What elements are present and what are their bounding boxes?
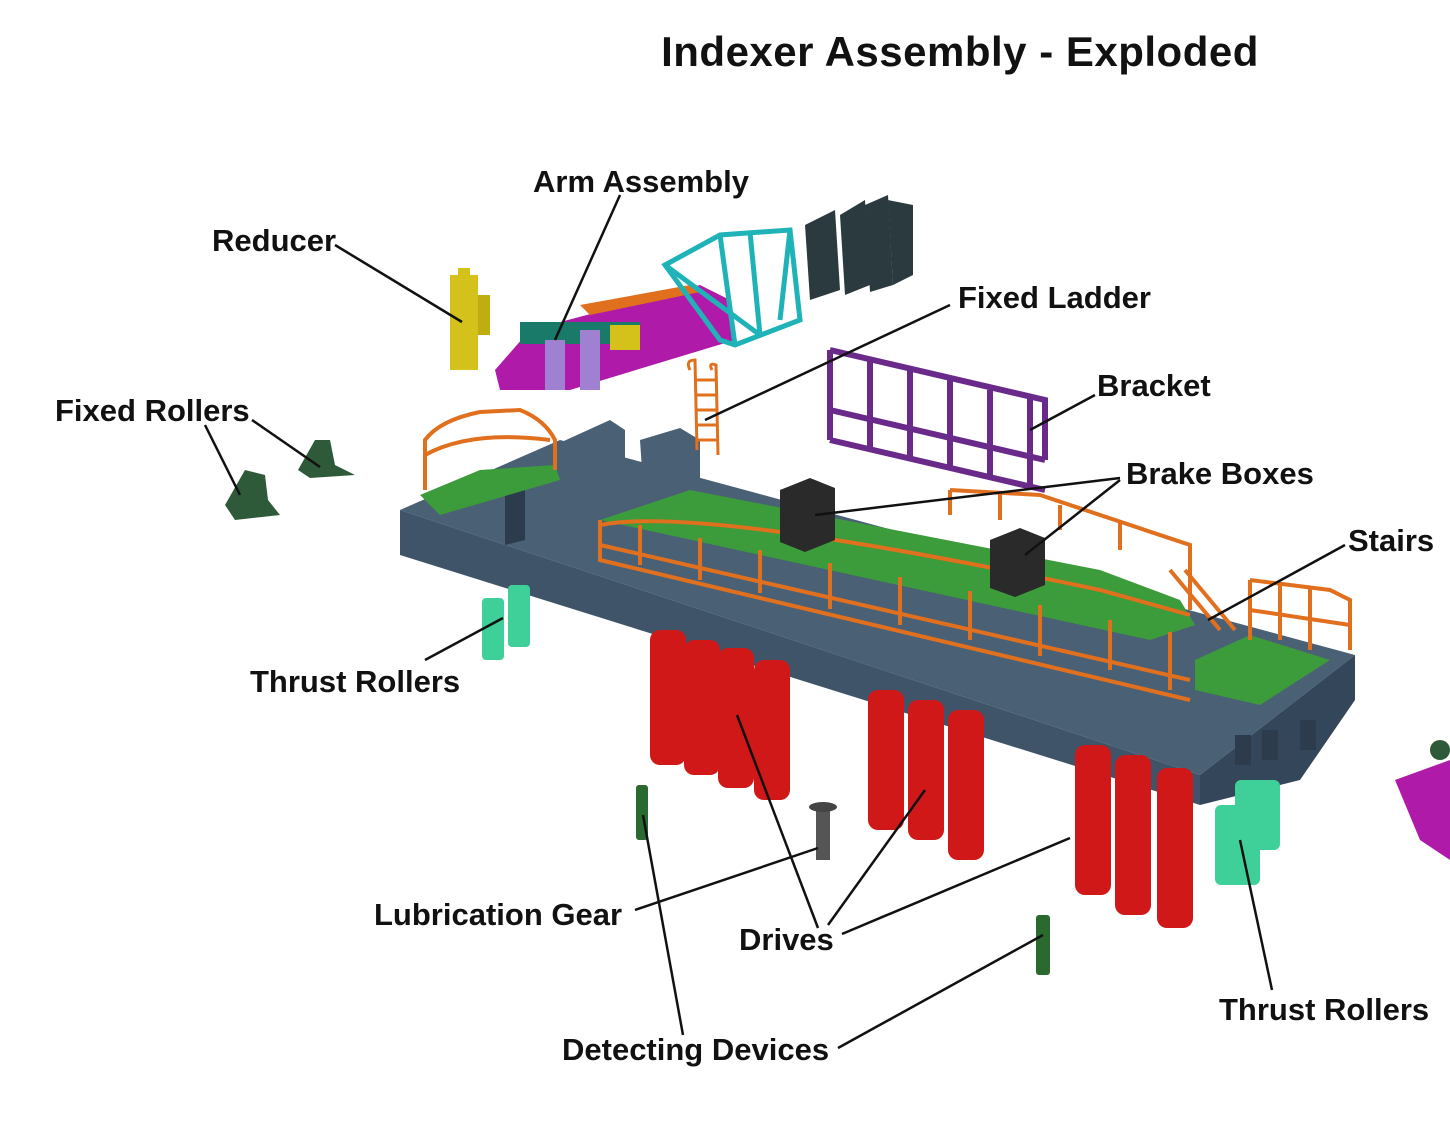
arm-assembly <box>495 285 735 390</box>
diagram-title: Indexer Assembly - Exploded <box>661 28 1259 75</box>
label-arm-assembly: Arm Assembly <box>533 164 749 199</box>
label-lubrication-gear: Lubrication Gear <box>374 897 623 932</box>
thrust-rollers <box>482 585 1280 885</box>
truss-frame <box>661 227 803 348</box>
panels <box>805 195 913 300</box>
fixed-rollers <box>225 440 355 520</box>
detecting-devices <box>636 785 1050 975</box>
label-thrust-rollers-right: Thrust Rollers <box>1219 992 1430 1027</box>
label-fixed-ladder: Fixed Ladder <box>958 280 1151 315</box>
label-stairs: Stairs <box>1348 523 1435 558</box>
label-thrust-rollers-left: Thrust Rollers <box>250 664 461 699</box>
label-bracket: Bracket <box>1097 368 1211 403</box>
reducer <box>450 268 490 370</box>
cropped-part <box>1395 740 1450 860</box>
label-reducer: Reducer <box>212 223 337 258</box>
label-drives: Drives <box>739 922 834 957</box>
bracket <box>827 347 1048 493</box>
leader-lines <box>203 194 1346 1050</box>
lubrication-gear <box>809 802 837 860</box>
brake-boxes <box>780 478 1045 597</box>
drives <box>650 630 1193 928</box>
fixed-ladder <box>686 358 720 456</box>
stairs <box>1168 568 1237 632</box>
label-fixed-rollers: Fixed Rollers <box>55 393 250 428</box>
label-detecting-devices: Detecting Devices <box>562 1032 830 1067</box>
label-brake-boxes: Brake Boxes <box>1126 456 1314 491</box>
